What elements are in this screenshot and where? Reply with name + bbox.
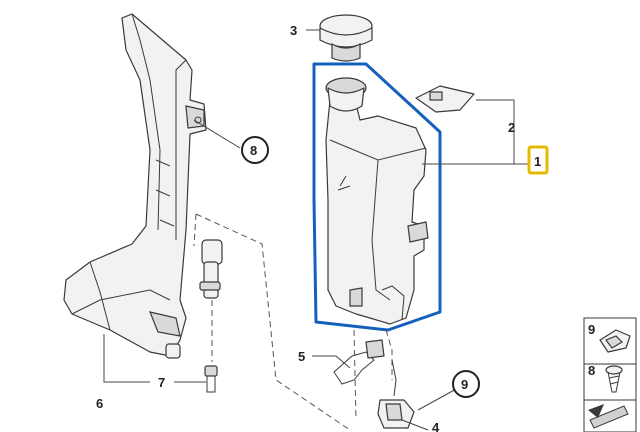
selection-outline bbox=[312, 62, 442, 332]
clip-icon bbox=[599, 329, 631, 353]
hose-connector[interactable] bbox=[199, 239, 223, 299]
legend-8-label: 8 bbox=[588, 363, 595, 378]
screw-icon bbox=[605, 365, 623, 393]
arrow-icon bbox=[588, 404, 629, 429]
callout-4[interactable]: 4 bbox=[432, 420, 440, 432]
callout-1-box bbox=[527, 145, 549, 175]
bolt-part[interactable] bbox=[204, 365, 218, 393]
callout-9-circle[interactable] bbox=[452, 370, 480, 398]
callout-9[interactable]: 9 bbox=[461, 377, 468, 392]
callout-6[interactable]: 6 bbox=[96, 396, 103, 411]
callout-1[interactable]: 1 bbox=[534, 154, 541, 169]
callout-3[interactable]: 3 bbox=[290, 23, 297, 38]
shroud-bracket[interactable] bbox=[63, 13, 207, 359]
legend-9-label: 9 bbox=[588, 322, 595, 337]
expansion-tank[interactable] bbox=[325, 77, 429, 325]
callout-2[interactable]: 2 bbox=[508, 120, 515, 135]
callout-8[interactable]: 8 bbox=[250, 143, 257, 158]
callout-5[interactable]: 5 bbox=[298, 349, 305, 364]
legend-panel: 9 8 bbox=[583, 317, 637, 432]
callout-7[interactable]: 7 bbox=[158, 375, 165, 390]
expansion-tank-cap[interactable] bbox=[319, 14, 373, 62]
level-sensor-clip[interactable] bbox=[415, 85, 475, 113]
level-sensor[interactable] bbox=[377, 359, 415, 429]
retaining-clip[interactable] bbox=[333, 339, 385, 385]
callout-8-circle[interactable] bbox=[241, 136, 269, 164]
